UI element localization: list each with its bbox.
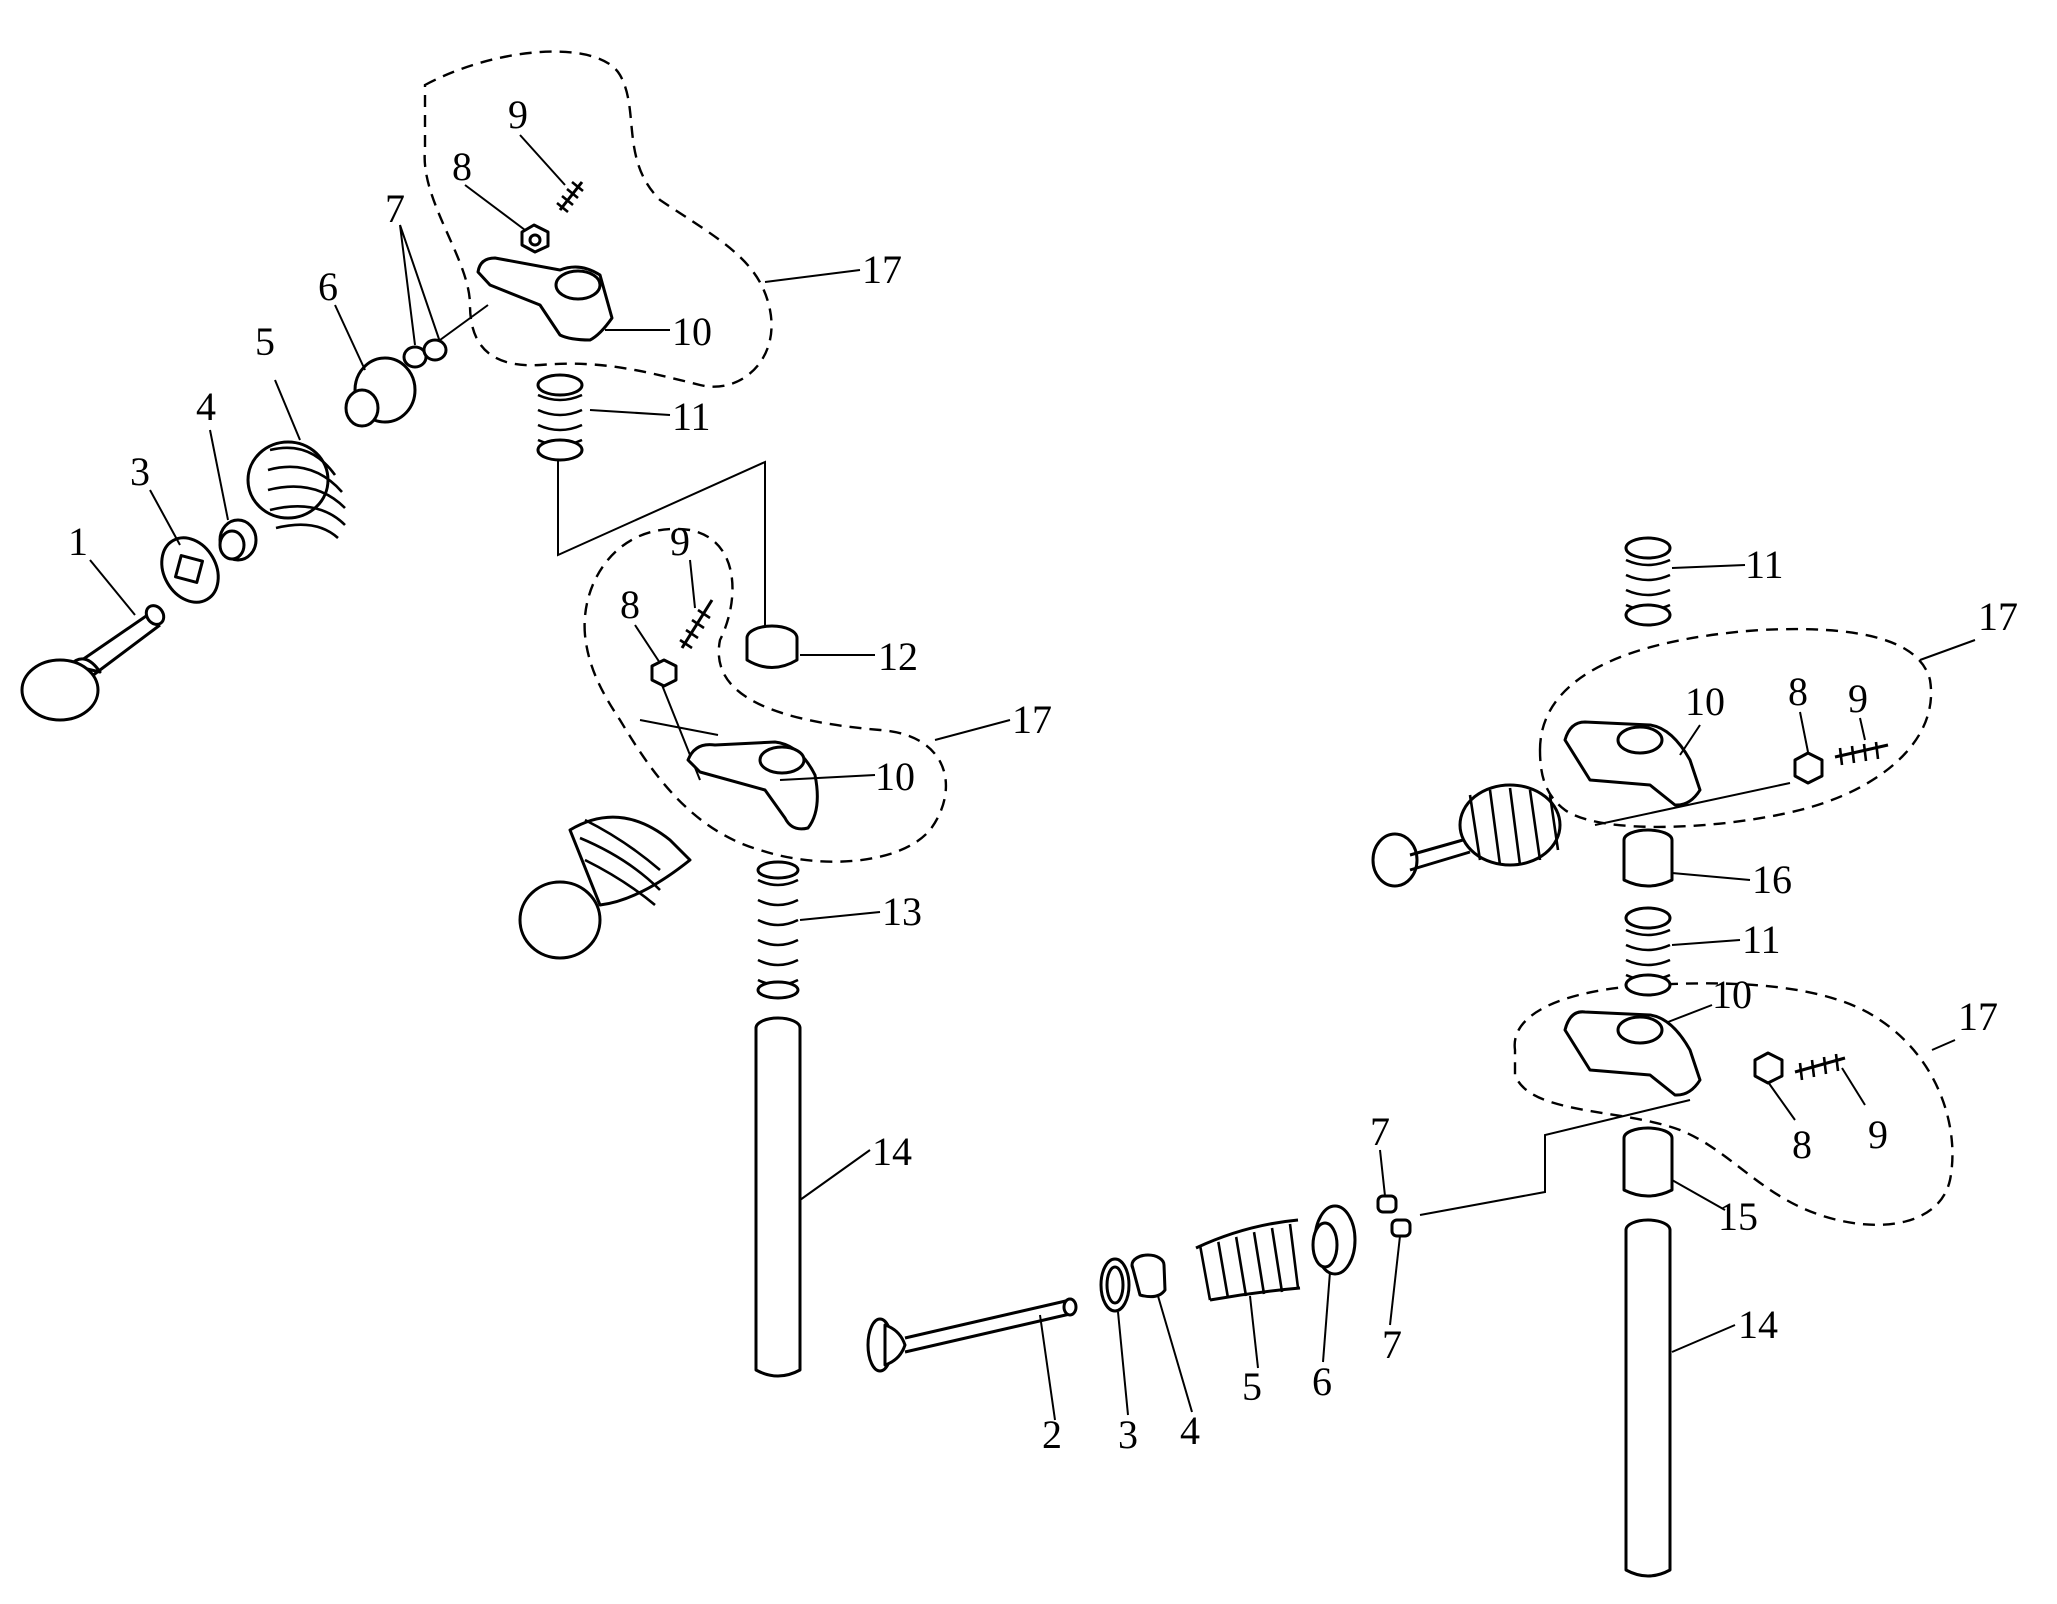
callout-4: 4	[196, 384, 216, 429]
callout-10: 10	[1712, 972, 1752, 1017]
callout-7: 7	[1370, 1109, 1390, 1154]
callout-5: 5	[1242, 1364, 1262, 1409]
rocker-arm-right-lower	[1563, 1010, 1702, 1097]
valve-keepers-exhaust	[1376, 1194, 1412, 1238]
callout-15: 15	[1718, 1194, 1758, 1239]
spacer-sleeve	[1622, 828, 1674, 888]
callout-10: 10	[672, 309, 712, 354]
callout-14: 14	[872, 1129, 912, 1174]
valve-spring-exhaust	[1195, 1218, 1301, 1302]
valve-spring-washer-exhaust	[1099, 1257, 1131, 1313]
valve-intake	[20, 604, 166, 722]
callout-3: 3	[1118, 1412, 1138, 1457]
callout-17: 17	[862, 247, 902, 292]
callout-9: 9	[1868, 1112, 1888, 1157]
callout-8: 8	[1788, 669, 1808, 714]
adjuster-screw-right-upper	[1834, 741, 1889, 766]
adjuster-screw-right-lower	[1794, 1053, 1846, 1081]
rocker-arm-right-upper	[1563, 720, 1702, 807]
callout-10: 10	[875, 754, 915, 799]
callout-11: 11	[672, 394, 711, 439]
callout-14: 14	[1738, 1302, 1778, 1347]
valve-exhaust	[866, 1297, 1078, 1373]
callout-7: 7	[1382, 1322, 1402, 1367]
callout-5: 5	[255, 319, 275, 364]
rocker-spring-right-top	[1624, 536, 1672, 627]
nut-right-upper	[1793, 751, 1824, 785]
callout-17: 17	[1978, 594, 2018, 639]
tappet	[1622, 1126, 1674, 1198]
rocker-arm-middle	[686, 740, 819, 831]
callout-1: 1	[68, 519, 88, 564]
callout-13: 13	[882, 889, 922, 934]
callout-7: 7	[385, 186, 405, 231]
rocker-spring-right-lower	[1624, 906, 1672, 997]
rocker-assembly-outline-upper-left	[423, 50, 773, 388]
callout-6: 6	[1312, 1359, 1332, 1404]
callout-11: 11	[1745, 542, 1784, 587]
callout-11: 11	[1742, 917, 1781, 962]
rocker-arm	[476, 256, 614, 342]
callout-8: 8	[452, 144, 472, 189]
callout-16: 16	[1752, 857, 1792, 902]
callout-9: 9	[670, 519, 690, 564]
spring-to-cup-link-line	[557, 460, 766, 635]
valve-keepers	[402, 338, 448, 369]
callout-17: 17	[1012, 697, 1052, 742]
callout-2: 2	[1042, 1412, 1062, 1457]
adjuster-screw-middle	[679, 599, 714, 650]
stem-to-rocker-link-upper-left	[439, 304, 489, 341]
pushrod-spring	[756, 860, 800, 1000]
pushrod-right	[1624, 1218, 1672, 1578]
leader-lines	[89, 134, 1976, 1421]
pushrod-left	[754, 1016, 802, 1378]
valve-assembled-right	[1371, 783, 1562, 888]
rocker-spring	[536, 373, 584, 462]
stem-to-rocker-link-right-lower	[1419, 1099, 1691, 1216]
valve-assembled-middle	[518, 815, 692, 960]
valve-stem-seal-exhaust	[1130, 1253, 1167, 1299]
callout-17: 17	[1958, 994, 1998, 1039]
callout-labels: 1 2 3 3 4 4 5 5 6 6 7 7 7 8 8 8 8 9 9 9 …	[68, 92, 2018, 1457]
nut-right-lower	[1753, 1051, 1784, 1085]
valve-spring-retainer	[344, 356, 417, 428]
valve-spring	[246, 440, 346, 539]
stem-to-rocker-link-right-upper	[1594, 782, 1791, 826]
rocker-assembly-outline-right-upper	[1538, 627, 1933, 829]
callout-4: 4	[1180, 1408, 1200, 1453]
valve-spring-retainer-exhaust	[1311, 1204, 1357, 1276]
callout-10: 10	[1685, 679, 1725, 724]
valve-spring-washer	[160, 536, 220, 604]
callout-12: 12	[878, 634, 918, 679]
rocker-assembly-outline-middle	[583, 527, 948, 863]
spacer-cup	[745, 624, 799, 669]
adjuster-nut	[520, 223, 550, 254]
callout-8: 8	[620, 582, 640, 627]
callout-6: 6	[318, 264, 338, 309]
adjuster-screw	[556, 180, 584, 214]
nut-middle	[650, 658, 678, 688]
callout-3: 3	[130, 449, 150, 494]
valve-stem-seal	[218, 518, 258, 562]
callout-9: 9	[508, 92, 528, 137]
callout-9: 9	[1848, 676, 1868, 721]
callout-8: 8	[1792, 1122, 1812, 1167]
